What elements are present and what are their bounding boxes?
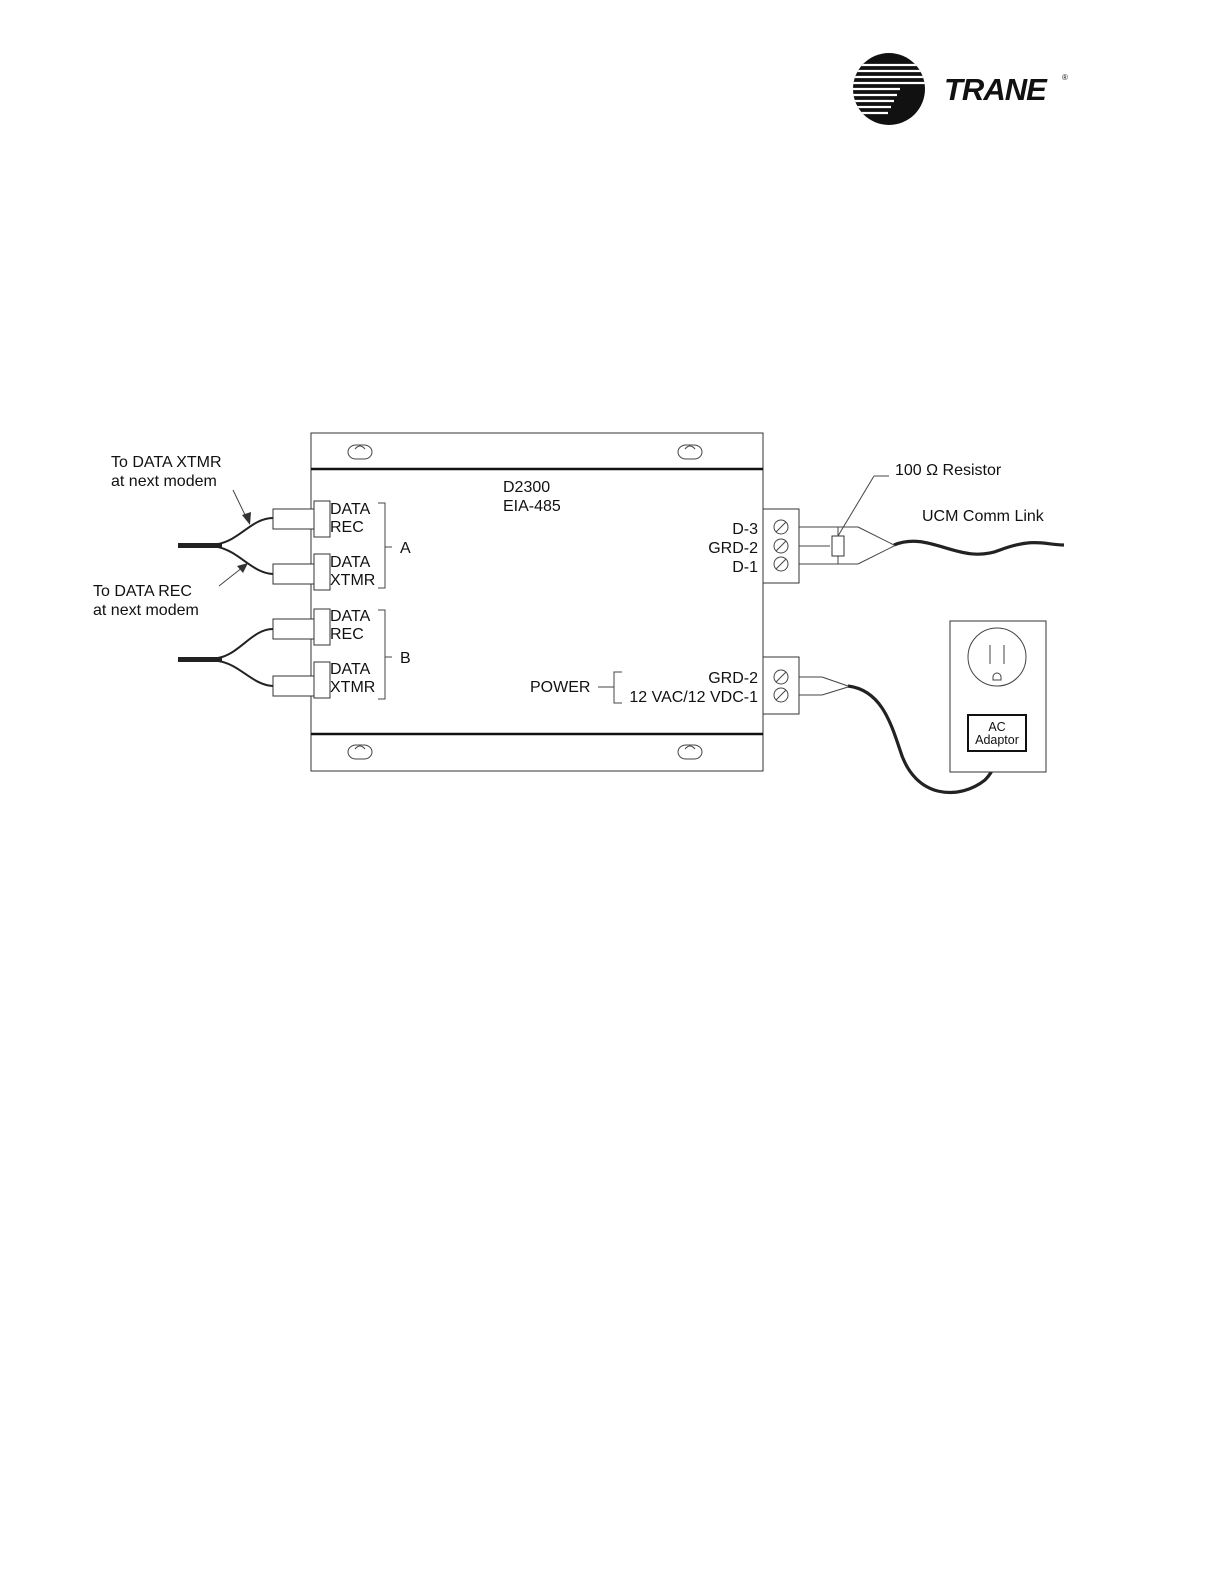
power-label: POWER <box>530 679 590 696</box>
left-cable-b <box>178 629 273 686</box>
connector-a-rec <box>273 509 314 529</box>
terminal-grd2-label: GRD-2 <box>708 540 758 557</box>
port-a-label: A <box>400 540 411 557</box>
ucm-comm-link-label: UCM Comm Link <box>922 508 1045 525</box>
resistor-label: 100 Ω Resistor <box>895 462 1002 479</box>
terminal-d1-label: D-1 <box>732 559 758 576</box>
adaptor-label-2: Adaptor <box>975 733 1019 747</box>
port-a-rec-label-2: REC <box>330 519 364 536</box>
device-model: D2300 <box>503 479 550 496</box>
callout-to-data-rec-2: at next modem <box>93 602 199 619</box>
port-a-xmtr-label-1: DATA <box>330 554 371 571</box>
brand-name: TRANE <box>944 72 1048 107</box>
registered-mark: ® <box>1062 73 1068 82</box>
termination-resistor <box>799 476 894 564</box>
terminal-d3-label: D-3 <box>732 521 758 538</box>
device-interface: EIA-485 <box>503 498 561 515</box>
ac-adaptor: AC Adaptor <box>968 715 1026 751</box>
connector-b-rec <box>273 619 314 639</box>
port-b-rec-label-1: DATA <box>330 608 371 625</box>
connector-a-xmtr <box>273 564 314 584</box>
brand-logo: TRANE ® <box>850 53 1068 125</box>
connector-b-xmtr <box>273 676 314 696</box>
port-b-xmtr-label-2: XTMR <box>330 679 375 696</box>
adaptor-label-1: AC <box>988 720 1005 734</box>
callout-to-data-xtmr-1: To DATA XTMR <box>111 454 222 471</box>
d2300-modem-enclosure: D2300 EIA-485 <box>311 433 763 771</box>
power-terminal-grd2-label: GRD-2 <box>708 670 758 687</box>
arrow-to-data-rec <box>219 563 248 586</box>
port-a-xmtr-label-2: XTMR <box>330 572 375 589</box>
trane-swoosh-icon <box>850 53 931 125</box>
callout-to-data-xtmr-2: at next modem <box>111 473 217 490</box>
arrow-to-data-xtmr <box>233 490 251 525</box>
port-b-label: B <box>400 650 411 667</box>
ucm-comm-cable <box>894 541 1064 554</box>
port-b-xmtr-label-1: DATA <box>330 661 371 678</box>
power-terminal-12v-label: 12 VAC/12 VDC-1 <box>629 689 758 706</box>
callout-to-data-rec-1: To DATA REC <box>93 583 192 600</box>
port-b-rec-label-2: REC <box>330 626 364 643</box>
resistor-body <box>832 536 844 556</box>
port-a-rec-label-1: DATA <box>330 501 371 518</box>
left-cable-a <box>178 518 273 574</box>
